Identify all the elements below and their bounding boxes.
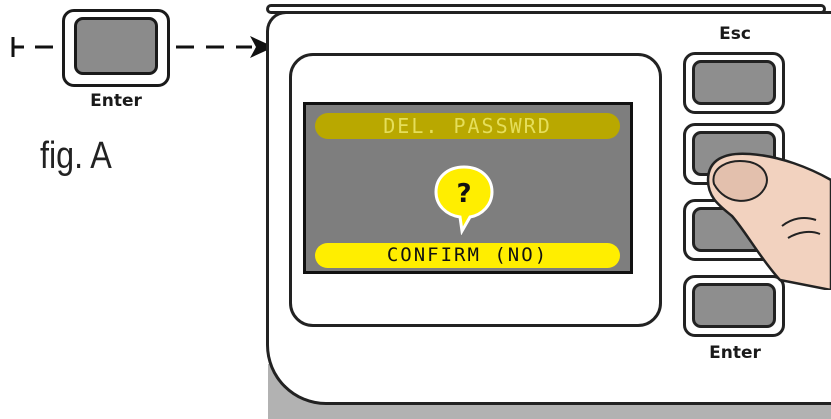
display-title-bar: DEL. PASSWRD — [315, 113, 620, 139]
enter-button-face — [692, 283, 776, 328]
esc-button[interactable] — [683, 52, 785, 114]
device-top-rail — [266, 4, 826, 14]
confirm-bar: CONFIRM (NO) — [315, 243, 620, 268]
legend-arrow — [11, 36, 274, 58]
question-bubble-icon: ? — [434, 165, 494, 235]
esc-button-face — [692, 60, 776, 105]
enter-button[interactable] — [683, 275, 785, 337]
legend-enter-button — [62, 9, 170, 87]
legend-enter-button-face — [74, 17, 158, 75]
finger-icon — [706, 152, 831, 290]
esc-label: Esc — [719, 24, 751, 44]
legend-enter-label: Enter — [90, 91, 142, 111]
figure-label: fig. A — [40, 135, 112, 177]
prompt-symbol: ? — [456, 179, 471, 209]
enter-label: Enter — [709, 343, 761, 363]
